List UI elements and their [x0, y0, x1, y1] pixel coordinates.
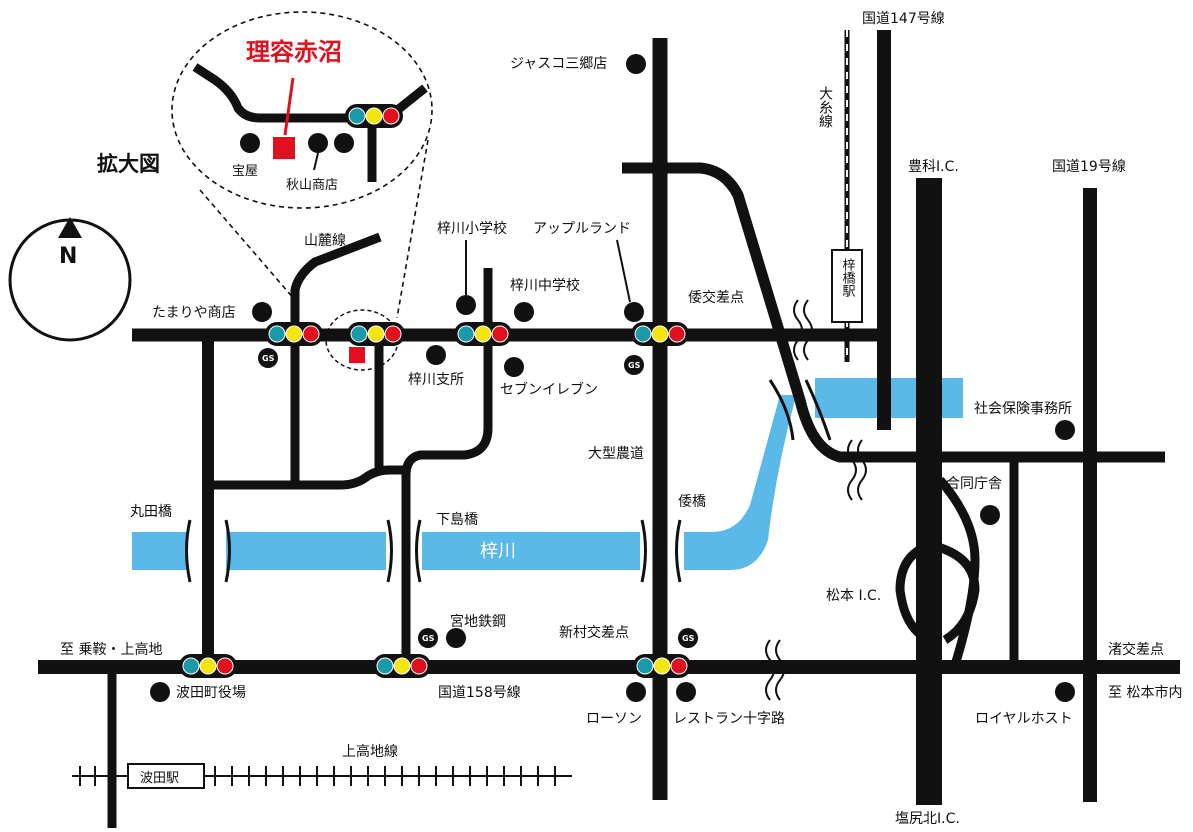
azusa-elem-label: 梓川小学校 — [437, 220, 507, 237]
akiyama-dot — [308, 133, 328, 153]
toyoshina-ic-label: 豊科I.C. — [908, 159, 959, 175]
shimojima-bridge-label: 下島橋 — [436, 512, 478, 528]
landmark-dots — [150, 54, 1075, 702]
road-breaks — [765, 299, 867, 701]
svg-text:GS: GS — [422, 634, 435, 643]
route158-label: 国道158号線 — [438, 685, 521, 701]
hata-office-label: 波田町役場 — [176, 685, 246, 701]
to-matsumoto-label: 至 松本市内 — [1108, 684, 1182, 701]
gas-stations: GS GS GS GS — [258, 348, 698, 648]
takaraya-dot — [240, 133, 260, 153]
traffic-signals — [179, 104, 691, 678]
sanroku-label: 山麓線 — [304, 233, 346, 249]
apple-dot — [624, 302, 644, 322]
svg-text:N: N — [59, 244, 77, 269]
svg-text:波田駅: 波田駅 — [140, 771, 179, 786]
traffic-signal-icon — [345, 104, 403, 128]
miyaji-dot — [446, 628, 466, 648]
itoi-line-label: 大糸線 — [817, 86, 833, 128]
apple-label: アップルランド — [533, 221, 631, 237]
restaurant-label: レストラン十字路 — [673, 711, 785, 727]
takaraya-label: 宝屋 — [232, 164, 258, 179]
seven-dot — [504, 357, 524, 377]
restaurant-dot — [676, 682, 696, 702]
svg-text:GS: GS — [628, 361, 641, 370]
shop-name: 理容赤沼 — [246, 38, 342, 66]
landmark-dot — [334, 133, 354, 153]
daikei-label: 大型農道 — [588, 446, 644, 462]
route19-label: 国道19号線 — [1052, 159, 1126, 175]
hata-office-dot — [150, 682, 170, 702]
jasco-label: ジャスコ三郷店 — [510, 56, 607, 72]
shinmura-intersection-label: 新村交差点 — [559, 624, 629, 641]
traffic-signal-icon — [373, 654, 431, 678]
shop-pointer — [283, 77, 295, 136]
hata-station: 波田駅 — [127, 763, 205, 789]
shiojiri-ic-label: 塩尻北I.C. — [895, 811, 960, 827]
jasco-dot — [626, 54, 646, 74]
azusa-jhs-dot — [514, 302, 534, 322]
north-compass: N — [8, 217, 132, 342]
akiyama-label: 秋山商店 — [286, 178, 338, 193]
bridge-brackets — [185, 379, 832, 583]
azusabashi-station: 梓橋駅 — [831, 249, 863, 323]
azusa-branch-dot — [426, 345, 446, 365]
yamato-bridge-label: 倭橋 — [678, 494, 706, 510]
azusa-branch-label: 梓川支所 — [408, 372, 464, 388]
svg-text:GS: GS — [682, 634, 695, 643]
labels: 国道147号線 大糸線 豊科I.C. 国道19号線 ジャスコ三郷店 梓川小学校 … — [60, 11, 1182, 827]
to-norikura-label: 至 乗鞍・上高地 — [60, 641, 162, 658]
azusa-jhs-label: 梓川中学校 — [510, 277, 580, 294]
traffic-signal-icon — [631, 322, 689, 346]
social-insurance-dot — [1055, 420, 1075, 440]
gov-building-label: 合同庁舎 — [946, 476, 1002, 492]
shop-marker-enlarged — [273, 137, 295, 159]
traffic-signal-icon — [179, 654, 237, 678]
river-label: 梓川 — [480, 541, 516, 562]
kamikochi-line-label: 上高地線 — [342, 743, 398, 760]
svg-text:GS: GS — [262, 354, 275, 363]
gov-building-dot — [980, 505, 1000, 525]
traffic-signal-icon — [347, 322, 405, 346]
north-arrow-icon — [58, 217, 82, 238]
azusa-river — [132, 378, 963, 570]
nagisa-intersection-label: 渚交差点 — [1108, 641, 1164, 658]
lawson-dot — [626, 682, 646, 702]
tamariya-dot — [252, 302, 272, 322]
royal-host-label: ロイヤルホスト — [975, 711, 1073, 727]
shop-marker — [349, 347, 365, 363]
tamariya-label: たまりや商店 — [152, 305, 236, 321]
traffic-signal-icon — [265, 322, 323, 346]
svg-text:梓橋駅: 梓橋駅 — [840, 258, 856, 298]
royal-host-dot — [1055, 682, 1075, 702]
maruta-bridge-label: 丸田橋 — [130, 504, 172, 520]
azusa-elem-dot — [456, 295, 476, 315]
matsumoto-ic-label: 松本 I.C. — [826, 588, 881, 604]
miyaji-label: 宮地鉄鋼 — [450, 614, 506, 630]
traffic-signal-icon — [454, 322, 512, 346]
lawson-label: ローソン — [586, 711, 642, 727]
traffic-signal-icon — [633, 654, 691, 678]
yamato-intersection-label: 倭交差点 — [688, 289, 744, 306]
enlarged-title: 拡大図 — [97, 152, 160, 176]
social-insurance-label: 社会保険事務所 — [974, 401, 1072, 417]
route147-label: 国道147号線 — [862, 11, 945, 27]
seven-label: セブンイレブン — [500, 381, 598, 398]
